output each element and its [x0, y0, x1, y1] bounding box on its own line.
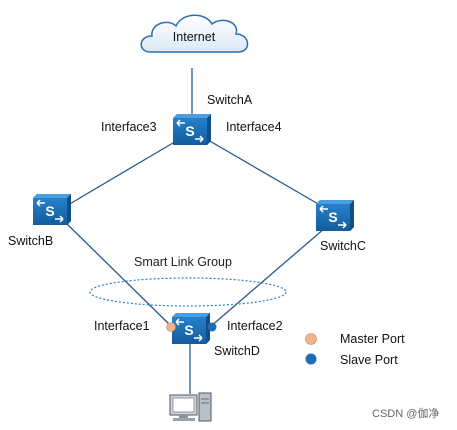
legend-slave-swatch: [305, 353, 317, 365]
link-switchb-switchd: [64, 221, 173, 328]
switch-b[interactable]: S SwitchB: [8, 194, 71, 248]
links: [64, 68, 326, 394]
legend: Master Port Slave Port: [305, 332, 405, 367]
link-switchc-switchd: [209, 227, 326, 328]
switch-icon: S: [173, 114, 211, 145]
svg-text:S: S: [328, 209, 337, 225]
internet-label: Internet: [173, 30, 216, 44]
link-switcha-switchc: [207, 139, 321, 206]
svg-text:S: S: [45, 203, 54, 219]
switch-icon: S: [172, 313, 210, 344]
svg-text:S: S: [185, 123, 194, 139]
cloud-icon: Internet: [140, 14, 249, 53]
master-port-marker: [166, 322, 176, 332]
switch-d-label: SwitchD: [214, 344, 260, 358]
legend-master-label: Master Port: [340, 332, 405, 346]
interface3-label: Interface3: [101, 120, 157, 134]
switch-icon: S: [316, 200, 354, 231]
smart-link-group-label: Smart Link Group: [134, 255, 232, 269]
switch-a[interactable]: S SwitchA: [173, 93, 253, 145]
legend-slave-label: Slave Port: [340, 353, 398, 367]
switch-a-label: SwitchA: [207, 93, 253, 107]
watermark: CSDN @伽净: [372, 406, 439, 420]
switch-c[interactable]: S SwitchC: [316, 200, 366, 253]
switch-c-label: SwitchC: [320, 239, 366, 253]
legend-master-swatch: [305, 333, 317, 345]
slave-port-marker: [207, 322, 217, 332]
smart-link-group-ellipse: [89, 277, 287, 307]
switch-b-label: SwitchB: [8, 234, 53, 248]
pc-icon: [169, 392, 212, 422]
link-switcha-switchb: [67, 139, 179, 206]
interface2-label: Interface2: [227, 319, 283, 333]
interface4-label: Interface4: [226, 120, 282, 134]
switch-icon: S: [33, 194, 71, 225]
svg-text:S: S: [184, 322, 193, 338]
interface1-label: Interface1: [94, 319, 150, 333]
switch-d[interactable]: S SwitchD: [172, 313, 260, 358]
